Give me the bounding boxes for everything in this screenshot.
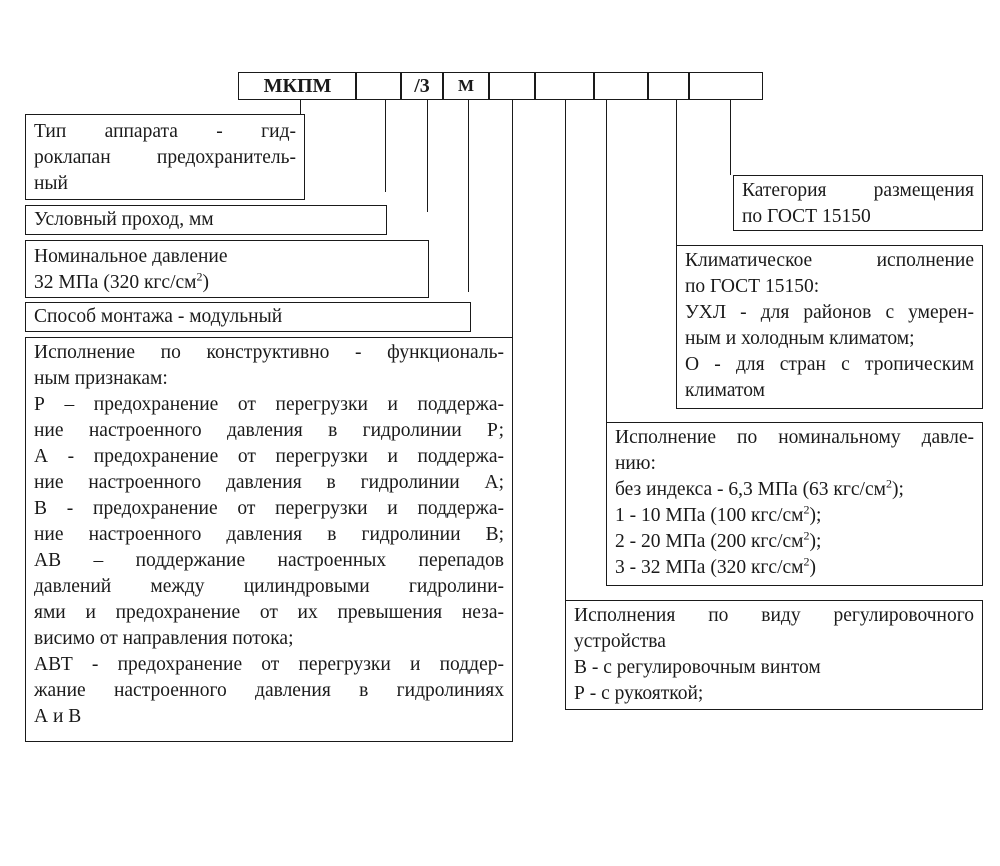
adjustment-version-box: Исполнения по виду регулировочного устро… [565,600,983,710]
nominal-bore-label: Условный проход, мм [34,209,214,230]
nominal-pressure-value: 32 МПа (320 кгс/см2) [34,269,209,294]
connector-function [512,100,513,352]
connector-mounting [468,100,469,292]
connector-pressure [427,100,428,212]
placement-category-line: Категория размещения [742,180,974,201]
nominal-bore-box: Условный проход, мм [25,205,387,235]
code-cell-type: МКПМ [238,72,357,100]
climatic-version-line: О - для стран с тропическим [685,354,974,375]
functional-version-line: А - предохранение от перегрузки и поддер… [34,446,504,467]
pressure-version-line: Исполнение по номинальному давле- [615,427,974,448]
code-cell-nominal-pressure [593,72,649,100]
functional-version-line: А и В [34,706,82,727]
nominal-pressure-box: Номинальное давление 32 МПа (320 кгс/см2… [25,240,429,298]
functional-version-line: ние настроенного давления в гидролинии Р… [34,420,504,441]
functional-version-line: АВ – поддержание настроенных перепадов [34,550,504,571]
functional-version-line: ние настроенного давления в гидролинии А… [34,472,504,493]
adjustment-version-line: В - с регулировочным винтом [574,657,821,678]
functional-version-line: ями и предохранение от их превышения нез… [34,602,504,623]
climatic-version-line: ным и холодным климатом; [685,328,915,349]
climatic-version-line: Климатическое исполнение [685,250,974,271]
adjustment-version-line: Р - с рукояткой; [574,683,704,704]
apparatus-type-box: Тип аппарата - гид- роклапан предохранит… [25,114,305,200]
pressure-version-line: без индекса - 6,3 МПа (63 кгс/см2); [615,476,904,501]
code-cell-pressure: /3 [400,72,444,100]
apparatus-type-line: роклапан предохранитель- [34,147,296,168]
climatic-version-box: Климатическое исполнение по ГОСТ 15150: … [676,245,983,409]
adjustment-version-line: Исполнения по виду регулировочного [574,605,974,626]
functional-version-line: Исполнение по конструктивно - функционал… [34,342,504,363]
pressure-version-line: 2 - 20 МПа (200 кгс/см2); [615,528,822,553]
code-cell-adjustment [534,72,595,100]
functional-version-line: давлений между цилиндровыми гидролини- [34,576,504,597]
functional-version-line: жание настроенного давления в гидролиния… [34,680,504,701]
climatic-version-line: климатом [685,380,765,401]
connector-type [300,100,301,116]
placement-category-box: Категория размещения по ГОСТ 15150 [733,175,983,231]
functional-version-line: АВТ - предохранение от перегрузки и подд… [34,654,504,675]
functional-version-line: ным признакам: [34,368,168,389]
code-cell-placement [688,72,763,100]
adjustment-version-line: устройства [574,631,666,652]
functional-version-box: Исполнение по конструктивно - функционал… [25,337,513,742]
connector-bore [385,100,386,192]
connector-nominal-pressure [606,100,607,422]
code-cell-function [488,72,536,100]
code-cell-bore [355,72,402,100]
mounting-label: Способ монтажа - модульный [34,306,283,327]
functional-version-line: ние настроенного давления в гидролинии В… [34,524,504,545]
nominal-pressure-title: Номинальное давление [34,246,228,267]
placement-category-line: по ГОСТ 15150 [742,206,871,227]
pressure-version-line: 3 - 32 МПа (320 кгс/см2) [615,554,816,579]
pressure-version-line: нию: [615,453,656,474]
functional-version-line: В - предохранение от перегрузки и поддер… [34,498,504,519]
connector-placement [730,100,731,175]
mounting-box: Способ монтажа - модульный [25,302,471,332]
climatic-version-line: УХЛ - для районов с умерен- [685,302,974,323]
pressure-version-box: Исполнение по номинальному давле- нию: б… [606,422,983,586]
pressure-version-line: 1 - 10 МПа (100 кгс/см2); [615,502,822,527]
connector-adjustment [565,100,566,600]
connector-climate [676,100,677,245]
functional-version-line: висимо от направления потока; [34,628,294,649]
functional-version-line: Р – предохранение от перегрузки и поддер… [34,394,504,415]
climatic-version-line: по ГОСТ 15150: [685,276,820,297]
apparatus-type-line: Тип аппарата - гид- [34,121,296,142]
code-cell-climate [647,72,690,100]
apparatus-type-line: ный [34,173,68,194]
code-cell-mounting: М [442,72,490,100]
